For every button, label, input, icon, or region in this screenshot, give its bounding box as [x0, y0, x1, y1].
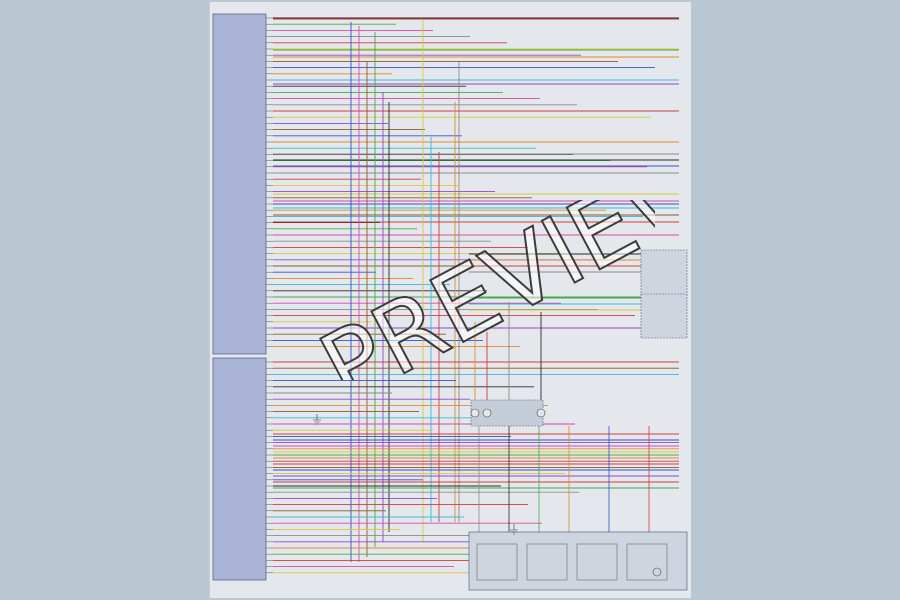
lower-control-module [212, 357, 267, 581]
steering-switch-box [468, 531, 688, 591]
module-pin-ticks [266, 17, 273, 574]
wiring-diagram [209, 2, 688, 598]
wiring-diagram-sheet [209, 2, 691, 598]
combination-switch-box [470, 399, 544, 427]
upper-control-module [212, 13, 267, 355]
wire-traces [273, 17, 679, 574]
